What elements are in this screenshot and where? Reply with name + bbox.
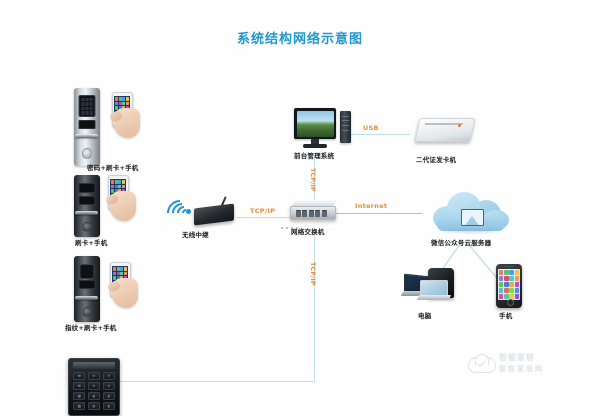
repeater-body	[194, 203, 234, 226]
node-label: 密码+刷卡+手机	[87, 164, 139, 172]
switch-ports	[290, 206, 336, 220]
lock-card-reader-icon	[78, 120, 96, 129]
cloud-icon	[433, 188, 511, 233]
watermark-line2: 智能家居网	[499, 365, 544, 373]
link-repeater-switch-label: TCP/IP	[250, 207, 276, 215]
lock-handle	[75, 296, 98, 300]
keypad-keys	[73, 372, 115, 410]
link-switch-keypad-label: TCP/IP	[309, 262, 317, 286]
door-lock-body	[74, 175, 100, 237]
link-repeater-switch-line	[236, 217, 292, 219]
pc-tower-icon	[340, 111, 351, 143]
computer-icon	[400, 266, 464, 308]
watermark-cloud-icon	[468, 353, 496, 373]
node-front-desk-system[interactable]: 前台管理系统	[294, 108, 358, 160]
lock-handle	[75, 211, 98, 215]
lock-keyhole-icon	[82, 148, 92, 159]
lock-card-reader-icon	[78, 280, 96, 289]
node-card-issuer[interactable]: 二代证发卡机	[414, 112, 478, 164]
monitor-neck	[311, 139, 319, 144]
hand-with-phone	[108, 92, 142, 138]
keypad-display	[73, 362, 115, 369]
node-lock-keypad-card-phone[interactable]: 密码+刷卡+手机	[74, 88, 170, 172]
link-pc-issuer-line	[344, 134, 410, 136]
card-issuer-icon	[414, 112, 476, 146]
link-switch-dots	[281, 227, 298, 229]
node-label: 电脑	[418, 312, 432, 320]
link-switch-keypad-hline	[118, 381, 315, 383]
lock-card-reader-icon	[78, 183, 96, 193]
node-label: 网络交换机	[291, 228, 325, 236]
link-switch-keypad-vline	[314, 232, 316, 382]
monitor-base	[303, 144, 327, 148]
node-label: 前台管理系统	[294, 152, 335, 160]
lock-keypad-icon	[78, 95, 96, 117]
lock-keyhole-icon	[82, 307, 92, 317]
cloud-shadow	[445, 229, 497, 233]
switch-device-icon	[290, 200, 338, 226]
phone-home-button	[506, 298, 514, 306]
smartphone-icon	[496, 264, 522, 308]
node-label: 无线中继	[182, 231, 209, 239]
hand-with-phone	[104, 175, 138, 221]
keypad-panel-icon	[68, 358, 120, 416]
issuer-body	[414, 118, 476, 142]
laptop-keyboard-front	[416, 295, 452, 300]
node-label: 刷卡+手机	[75, 239, 108, 247]
node-wechat-cloud-server[interactable]: 微信公众号云服务器	[424, 188, 524, 250]
node-label: 手机	[499, 312, 513, 320]
link-pc-switch-label: TCP/IP	[309, 168, 317, 192]
repeater-device-icon	[192, 196, 236, 226]
node-network-switch[interactable]: 网络交换机	[290, 200, 350, 240]
link-pc-issuer-label: USB	[363, 124, 379, 132]
phone-screen	[498, 269, 520, 300]
monitor-screen	[294, 108, 336, 139]
diagram-canvas: 系统结构网络示意图 TCP/IP USB TCP/IP Internet TCP…	[0, 0, 600, 400]
monitor-icon	[294, 108, 336, 148]
fingerprint-sensor-icon	[79, 264, 95, 279]
node-computer[interactable]: 电脑	[400, 266, 470, 322]
wifi-signal-icon	[161, 194, 199, 232]
cloud-upload-glyph	[461, 209, 484, 226]
link-switch-cloud-line	[336, 213, 422, 215]
door-lock-body	[74, 88, 100, 166]
node-access-keypad[interactable]	[68, 358, 120, 416]
lock-keyhole-icon	[82, 222, 92, 232]
watermark-line1: 智能家居	[499, 353, 535, 362]
lock-handle	[75, 134, 98, 138]
node-lock-card-phone[interactable]: 刷卡+手机	[74, 175, 170, 247]
node-mobile-phone[interactable]: 手机	[490, 264, 536, 322]
door-lock-body	[74, 256, 100, 322]
phone-earpiece	[504, 266, 514, 268]
node-lock-fp-card-phone[interactable]: 指纹+刷卡+手机	[65, 256, 170, 334]
node-label: 指纹+刷卡+手机	[65, 324, 117, 332]
page-title: 系统结构网络示意图	[236, 32, 363, 47]
node-wireless-repeater[interactable]: 无线中继	[161, 194, 246, 242]
hand-with-phone	[106, 262, 140, 308]
link-switch-cloud-label: Internet	[355, 202, 388, 210]
lock-indicator	[78, 196, 96, 205]
watermark: 智能家居 智能家居网	[468, 352, 544, 374]
link-pc-switch-line	[314, 156, 316, 202]
node-label: 微信公众号云服务器	[431, 239, 492, 247]
node-label: 二代证发卡机	[416, 156, 457, 164]
